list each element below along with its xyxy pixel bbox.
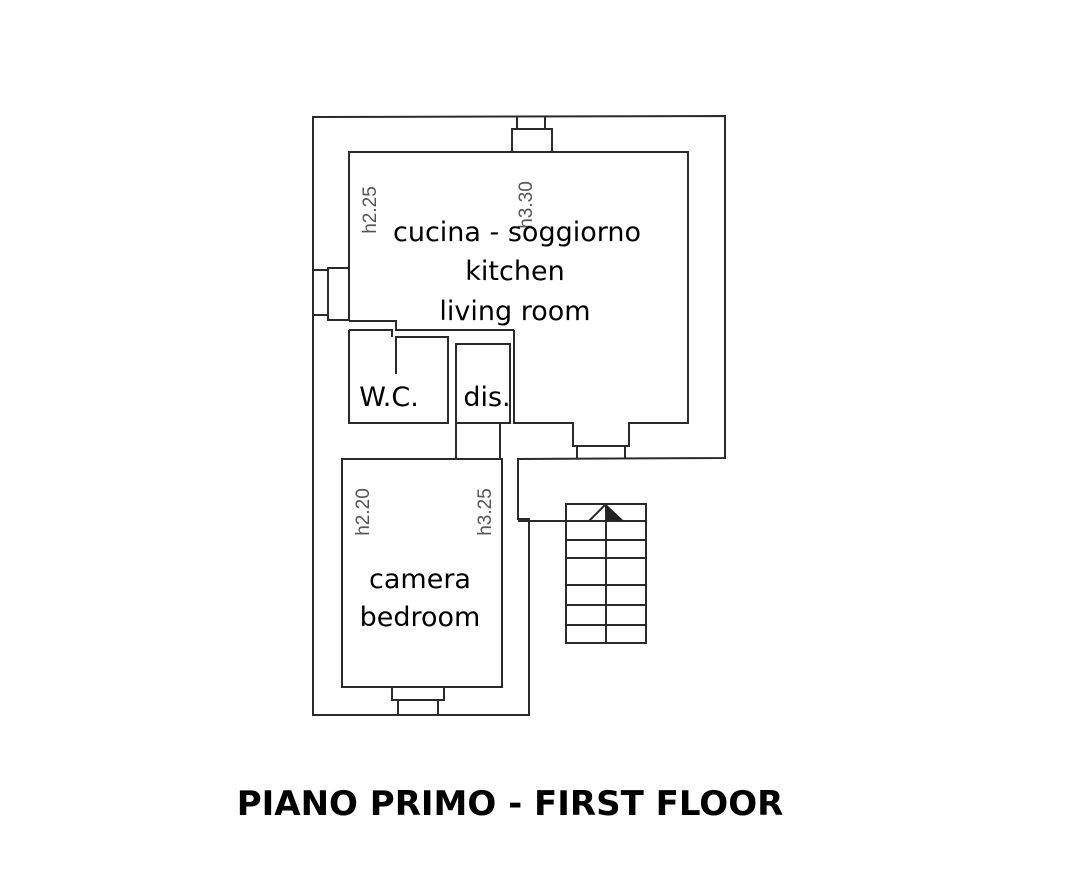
- living-room-label: living room: [439, 296, 590, 327]
- floor-title: PIANO PRIMO - FIRST FLOOR: [237, 784, 784, 824]
- kitchen-label-it: cucina - soggiorno: [393, 217, 641, 248]
- wc-label: W.C.: [359, 382, 419, 413]
- bedroom-height-left: h2.20: [353, 488, 374, 536]
- staircase: [518, 503, 647, 644]
- kitchen-label-en: kitchen: [465, 256, 564, 287]
- dis-label: dis.: [463, 382, 510, 413]
- bedroom-window: [391, 687, 445, 716]
- bedroom-height-right: h3.25: [475, 488, 496, 536]
- bedroom-label-en: bedroom: [360, 602, 481, 633]
- bedroom-wall: [341, 458, 503, 688]
- dis-wall: [455, 330, 515, 424]
- left-window: [313, 267, 349, 321]
- wc-wall: [348, 329, 449, 424]
- chimney: [511, 117, 553, 152]
- kitchen-door: [576, 446, 626, 458]
- stair-arrow-icon: [606, 504, 624, 521]
- outer-wall: [312, 114, 726, 716]
- kitchen-height-right: h3.30: [516, 181, 537, 229]
- bedroom-label-it: camera: [369, 564, 471, 595]
- corridor: [455, 423, 501, 459]
- kitchen-height-left: h2.25: [360, 186, 381, 234]
- kitchen-wall: [348, 151, 689, 447]
